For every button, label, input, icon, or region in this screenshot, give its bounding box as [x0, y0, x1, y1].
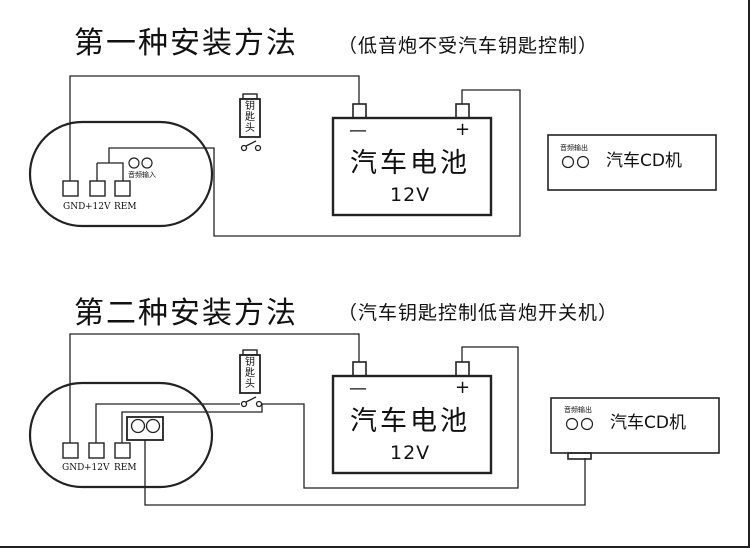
method1-audio-in-label: 音频输入: [128, 171, 156, 179]
method2-battery-name: 汽车电池: [350, 406, 470, 437]
method2-title: 第二种安装方法: [74, 296, 298, 331]
method1-cd-player-body: [547, 134, 717, 191]
method1-gnd-wire: [69, 75, 360, 181]
method2-12v-terminal: [88, 442, 105, 459]
method1-battery-voltage: 12V: [390, 184, 431, 206]
method2-battery-voltage: 12V: [390, 442, 431, 464]
method2-subtitle: （汽车钥匙控制低音炮开关机）: [338, 302, 619, 324]
method2-key-switch-cap: [242, 349, 258, 356]
method2-audio-in-right: [145, 418, 161, 434]
method1-gnd-terminal: [62, 180, 79, 197]
method1-battery-minus-label: —: [349, 120, 367, 141]
method1-title: 第一种安装方法: [74, 26, 298, 61]
method1-cd-out-right: [576, 155, 590, 169]
method2-battery-minus-label: —: [349, 378, 367, 399]
method2-cd-out-left: [565, 417, 579, 431]
method1-cd-player-name: 汽车CD机: [606, 151, 682, 171]
method1-gnd-label: GND: [63, 202, 86, 212]
method2-12v-wire: [95, 403, 240, 443]
method1-battery-body: [331, 116, 493, 217]
method2-rem-wire: [121, 346, 519, 489]
method1-key-switch-label: 钥匙头: [245, 101, 255, 134]
method1-battery-minus-post: [352, 103, 367, 119]
method2-12v-label: +12V: [84, 463, 110, 473]
method2-battery-plus-post: [455, 361, 470, 377]
method1-key-lever: [245, 140, 257, 147]
method1-12v-label: +12V: [85, 202, 111, 212]
method1-12v-rem-bridge: [96, 89, 521, 237]
method1-key-contact-b: [254, 144, 262, 152]
method2-key-switch-label: 钥匙头: [245, 357, 255, 390]
method1-rem-label: REM: [114, 202, 137, 212]
method1-amp-body: [28, 120, 214, 228]
method2-gnd-label: GND: [62, 463, 85, 473]
method1-12v-terminal: [89, 180, 106, 197]
method2-battery-body: [331, 374, 493, 475]
method2-cd-connector: [567, 452, 592, 460]
method2-audio-signal-wire: [144, 440, 586, 506]
method2-diagram: [28, 333, 720, 506]
method1-diagram: [28, 75, 717, 237]
method1-battery-name: 汽车电池: [350, 148, 470, 179]
method2-key-lever: [245, 396, 257, 403]
method1-subtitle: （低音炮不受汽车钥匙控制）: [338, 35, 599, 57]
method1-audio-in-left: [128, 157, 140, 169]
method2-cd-audio-out-label: 音频输出: [564, 406, 592, 414]
method2-audio-in-left: [130, 418, 146, 434]
method2-cd-player-name: 汽车CD机: [610, 413, 686, 433]
method2-gnd-terminal: [62, 442, 79, 459]
method2-battery-minus-post: [352, 361, 367, 377]
method1-battery-plus-post: [455, 103, 470, 119]
method2-battery-plus-label: +: [455, 377, 471, 398]
method1-battery-plus-label: +: [455, 119, 471, 140]
method1-key-switch-cap: [242, 93, 258, 100]
method1-key-contact-a: [240, 144, 248, 152]
method1-audio-in-right: [141, 157, 153, 169]
method1-cd-audio-out-label: 音频输出: [560, 144, 588, 152]
method2-key-contact-a: [240, 400, 248, 408]
method2-cd-out-right: [580, 417, 594, 431]
method1-rem-terminal: [114, 180, 131, 197]
method2-rem-terminal: [114, 442, 131, 459]
method2-gnd-wire: [69, 333, 360, 443]
method2-rem-label: REM: [114, 463, 137, 473]
method2-key-contact-b: [255, 400, 263, 408]
method1-cd-out-left: [561, 155, 575, 169]
method2-cd-player-body: [550, 397, 720, 454]
